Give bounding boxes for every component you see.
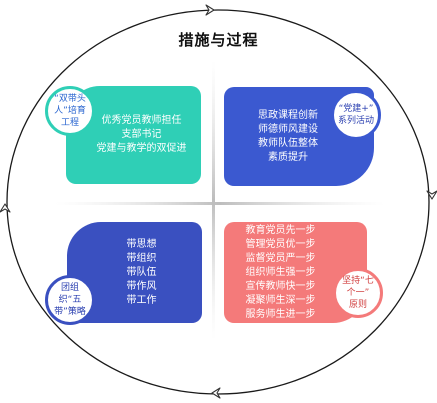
badge-line: “双带头 [54, 94, 86, 104]
badge-top-left: “双带头 人”培育 工程 [45, 86, 95, 136]
badge-line: 原则 [348, 300, 367, 310]
panel-line: 带作风 [126, 280, 157, 292]
panel-line: 党建与教学的双促进 [96, 143, 187, 154]
horizontal-axis [55, 202, 385, 205]
badge-line: 工程 [60, 118, 79, 128]
badge-line: 人”培育 [54, 106, 86, 116]
panel-line: 教师队伍整体 [258, 137, 318, 149]
badge-line: 带”策略 [54, 307, 86, 317]
panel-line: 监督党员严一步 [245, 252, 316, 264]
vertical-axis [212, 60, 215, 340]
panel-line: 师德师风建设 [258, 123, 318, 135]
panel-line: 管理党员优一步 [245, 238, 316, 250]
panel-line: 带工作 [126, 294, 157, 306]
badge-top-right: “党建+” 系列活动 [331, 90, 381, 140]
arrow-right-icon [205, 4, 215, 16]
panel-line: 服务师生进一步 [245, 308, 316, 320]
panel-line: 教育党员先一步 [245, 224, 316, 236]
badge-line: 坚持“七 [342, 276, 374, 286]
arrow-up-icon [0, 203, 11, 213]
badge-line: 个一” [346, 288, 370, 298]
arrow-left-icon [211, 387, 221, 399]
panel-line: 组织师生强一步 [245, 266, 316, 278]
panel-line: 带队伍 [126, 266, 157, 278]
panel-line: 思政课程创新 [258, 109, 318, 121]
badge-line: 织“五 [58, 295, 82, 305]
arrow-down-icon [426, 190, 437, 200]
panel-line: 凝聚师生深一步 [245, 294, 316, 306]
panel-line: 带思想 [126, 238, 157, 250]
panel-bottom-left: 带思想 带组织 带队伍 带作风 带工作 [67, 222, 202, 323]
panel-line: 带组织 [126, 252, 157, 264]
badge-line: 系列活动 [337, 116, 374, 126]
badge-bottom-right: 坚持“七 个一” 原则 [333, 268, 383, 318]
panel-line: 优秀党员教师担任 [101, 115, 182, 126]
badge-line: 团组 [60, 283, 79, 293]
panel-line: 素质提升 [268, 151, 308, 163]
badge-line: “党建+” [338, 104, 374, 114]
badge-bottom-left: 团组 织“五 带”策略 [45, 275, 95, 325]
panel-line: 宣传教师快一步 [245, 280, 316, 292]
page-title: 措施与过程 [178, 31, 259, 49]
panel-line: 支部书记 [121, 129, 162, 140]
